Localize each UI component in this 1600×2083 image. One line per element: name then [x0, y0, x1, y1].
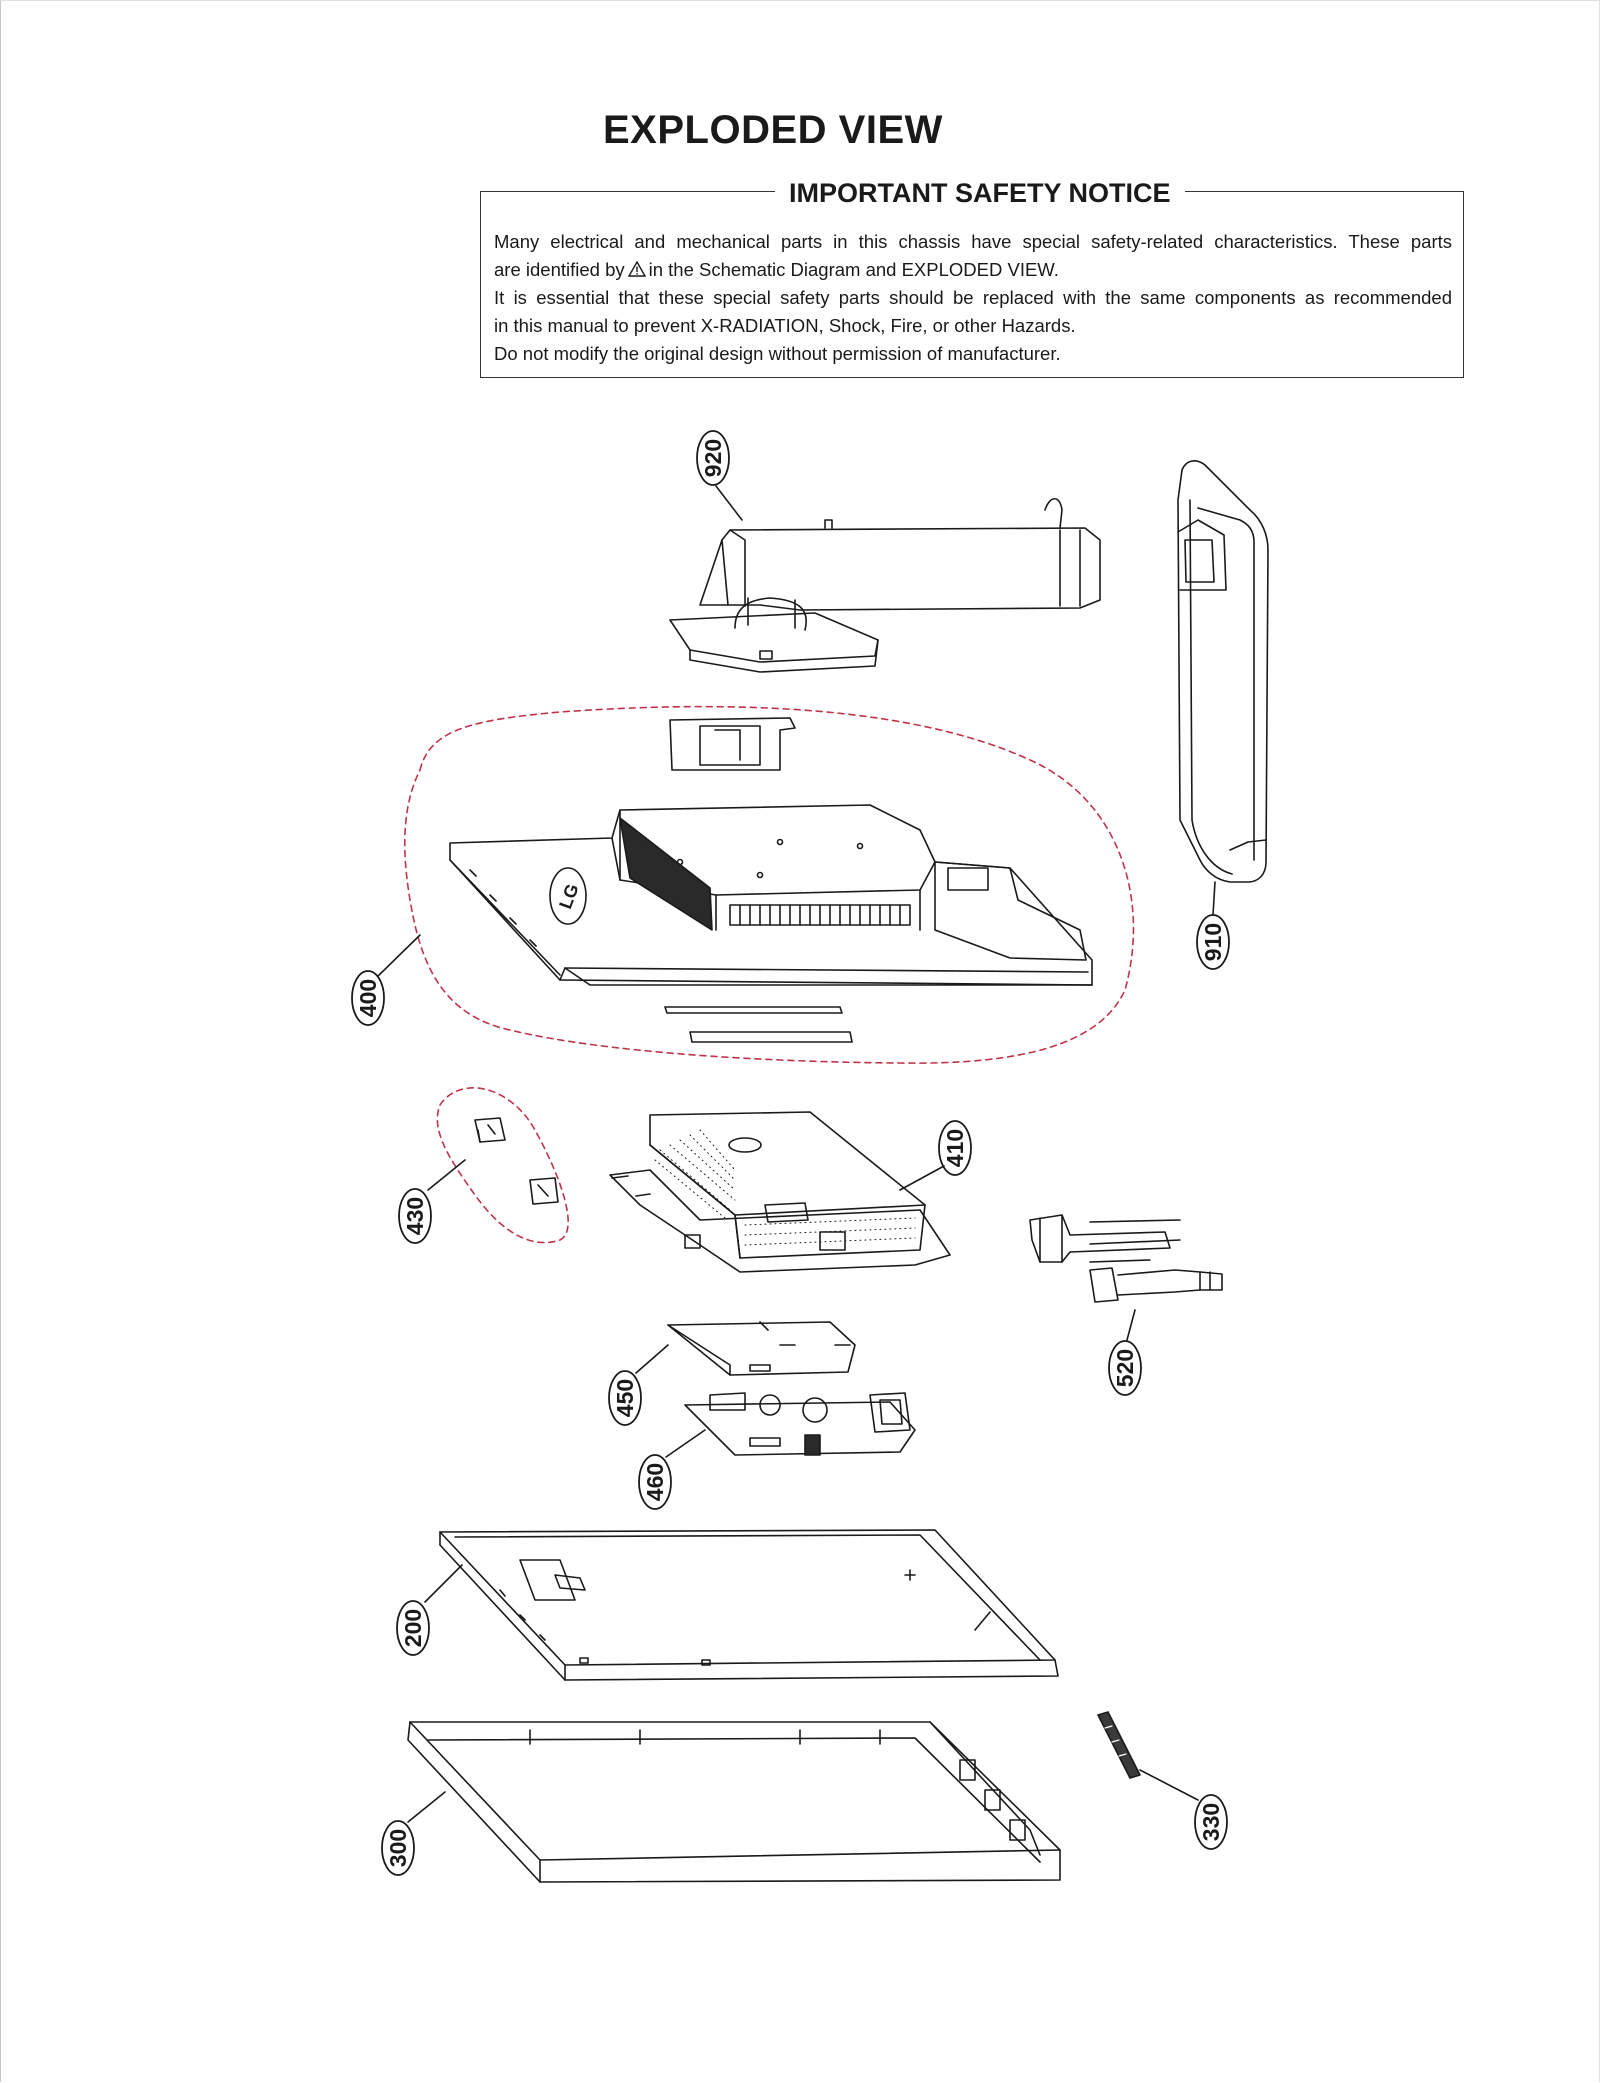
- callout-460: 460: [638, 1429, 706, 1510]
- warning-triangle-icon: [627, 261, 646, 277]
- part-400-back-cover: LG: [449, 717, 1093, 1043]
- notice-line-2: are identified by in the Schematic Diagra…: [494, 256, 1452, 284]
- callout-400-label: 400: [355, 979, 381, 1017]
- safety-notice-text: Many electrical and mechanical parts in …: [494, 228, 1452, 368]
- callout-920: 920: [696, 430, 743, 521]
- svg-text:LG: LG: [555, 881, 582, 911]
- callout-450: 450: [608, 1344, 669, 1426]
- callout-910: 910: [1196, 881, 1230, 970]
- callout-430: 430: [398, 1159, 466, 1244]
- callout-330-label: 330: [1198, 1803, 1224, 1841]
- callout-430-label: 430: [402, 1197, 428, 1235]
- group-430-outline: [436, 1087, 569, 1244]
- callout-300-label: 300: [385, 1829, 411, 1867]
- callout-920-label: 920: [700, 439, 726, 477]
- part-300-front-bezel: [407, 1721, 1061, 1883]
- callout-300: 300: [381, 1791, 446, 1876]
- page-title: EXPLODED VIEW: [603, 108, 943, 152]
- callout-910-label: 910: [1200, 923, 1226, 961]
- callout-410: 410: [899, 1120, 972, 1191]
- notice-line-1: Many electrical and mechanical parts in …: [494, 231, 1452, 252]
- callout-330: 330: [1139, 1769, 1228, 1850]
- group-400-outline: [404, 705, 1135, 1064]
- callout-520: 520: [1108, 1309, 1142, 1396]
- notice-line-2-end: in the Schematic Diagram and EXPLODED VI…: [648, 259, 1059, 280]
- callout-520-label: 520: [1112, 1349, 1138, 1387]
- callout-200-label: 200: [400, 1609, 426, 1647]
- callout-400: 400: [351, 934, 421, 1026]
- part-520-cables: [1029, 1214, 1223, 1303]
- callout-460-label: 460: [642, 1463, 668, 1501]
- part-410-shield-case: [609, 1111, 951, 1273]
- part-330-button-strip: [1097, 1711, 1141, 1779]
- notice-line-2-start: are identified by: [494, 259, 625, 280]
- callout-200: 200: [396, 1564, 463, 1656]
- notice-line-3: It is essential that these special safet…: [494, 287, 1452, 308]
- callout-450-label: 450: [612, 1379, 638, 1417]
- part-200-lcd-panel: [439, 1529, 1059, 1681]
- notice-line-5: Do not modify the original design withou…: [494, 343, 1061, 364]
- part-460-board: [684, 1392, 916, 1456]
- notice-line-4: in this manual to prevent X-RADIATION, S…: [494, 315, 1076, 336]
- callout-410-label: 410: [942, 1129, 968, 1167]
- part-450-board: [667, 1321, 856, 1376]
- part-430-clips: [474, 1117, 559, 1205]
- part-920-stand-neck: [669, 497, 1101, 673]
- safety-notice-title: IMPORTANT SAFETY NOTICE: [775, 178, 1185, 209]
- part-910-stand-cover: [1177, 460, 1269, 883]
